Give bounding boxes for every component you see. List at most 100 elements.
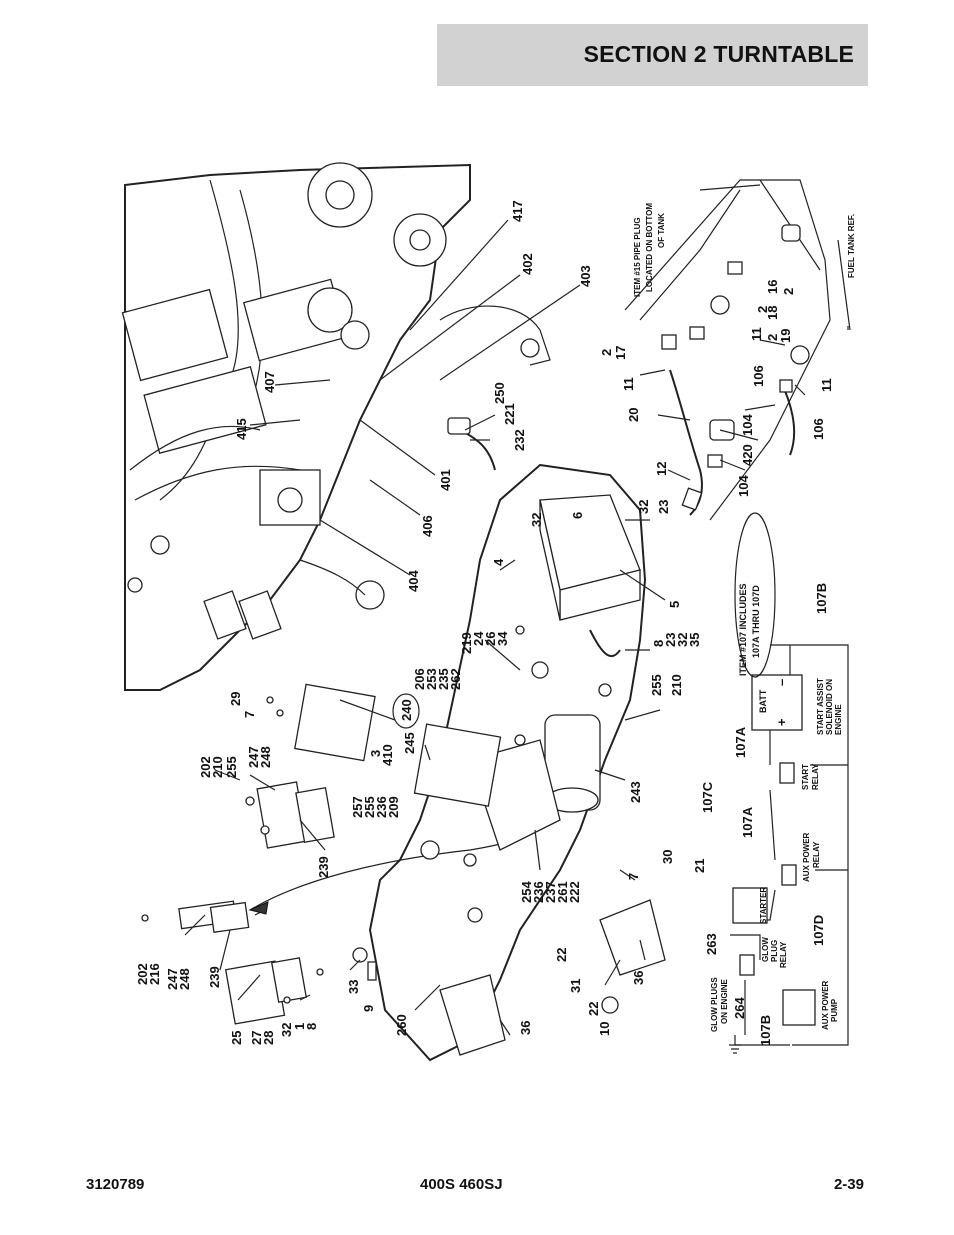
callout-26: 26 xyxy=(483,632,498,646)
callout-202b: 202 xyxy=(135,963,150,985)
callout-23a: 23 xyxy=(656,500,671,514)
callout-236a: 236 xyxy=(374,796,389,818)
start-assist-3: ENGINE xyxy=(834,704,843,735)
callout-216: 216 xyxy=(147,963,162,985)
note-item407-1: ITEM #107 INCLUDES xyxy=(738,583,748,676)
callout-2b: 2 xyxy=(755,306,770,313)
callout-257: 257 xyxy=(350,796,365,818)
footer-model: 400S 460SJ xyxy=(420,1176,503,1193)
callout-406: 406 xyxy=(420,515,435,537)
callout-2d: 2 xyxy=(765,334,780,341)
callout-32b: 32 xyxy=(636,500,651,514)
glow-relay-symbol xyxy=(739,954,755,976)
callout-417: 417 xyxy=(510,200,525,222)
callout-2a: 2 xyxy=(599,349,614,356)
callout-4: 4 xyxy=(491,558,506,566)
callout-17: 17 xyxy=(613,346,628,360)
callout-23b: 23 xyxy=(663,633,678,647)
callout-6: 6 xyxy=(570,512,585,519)
callout-36b: 36 xyxy=(518,1021,533,1035)
callout-248b: 248 xyxy=(177,968,192,990)
callout-237: 237 xyxy=(543,881,558,903)
callout-3: 3 xyxy=(368,750,383,757)
callout-420: 420 xyxy=(740,444,755,466)
callout-9: 9 xyxy=(361,1005,376,1012)
callout-240: 240 xyxy=(399,699,414,721)
section-header: SECTION 2 TURNTABLE xyxy=(437,24,868,86)
callout-243: 243 xyxy=(628,781,643,803)
aux-pump-1: AUX POWER xyxy=(821,980,830,1030)
callout-206: 206 xyxy=(412,668,427,690)
callout-31: 31 xyxy=(568,979,583,993)
aux-relay-symbol xyxy=(781,864,797,886)
aux-relay-1: AUX POWER xyxy=(802,832,811,882)
batt-minus: – xyxy=(774,679,789,686)
loose-hardware xyxy=(141,696,619,1025)
fuel-tank-assembly xyxy=(624,179,851,521)
wire-264: 264 xyxy=(732,997,747,1019)
callout-22a: 22 xyxy=(554,948,569,962)
callout-255a: 255 xyxy=(649,674,664,696)
note-pipe-plug-2: LOCATED ON BOTTOM xyxy=(645,203,654,292)
callout-253: 253 xyxy=(424,668,439,690)
callout-7b: 7 xyxy=(626,873,641,880)
callout-1: 1 xyxy=(292,1023,307,1030)
callout-21: 21 xyxy=(692,859,707,873)
engine-assembly xyxy=(121,162,551,691)
callout-403: 403 xyxy=(578,265,593,287)
section-title: SECTION 2 TURNTABLE xyxy=(583,41,854,67)
callout-22b: 22 xyxy=(586,1002,601,1016)
callout-104b: 104 xyxy=(736,475,751,497)
starter-symbol xyxy=(732,887,768,924)
footer-doc-number: 3120789 xyxy=(86,1176,145,1193)
start-assist-1: START ASSIST xyxy=(816,678,825,735)
callout-104a: 104 xyxy=(740,414,755,436)
wire-107b-bottom: 107B xyxy=(758,1015,773,1046)
callout-410: 410 xyxy=(380,744,395,766)
callout-404: 404 xyxy=(406,570,421,592)
callout-20: 20 xyxy=(626,408,641,422)
callout-202a: 202 xyxy=(198,756,213,778)
note-pipe-plug-3: OF TANK xyxy=(657,213,666,248)
batt-label: BATT xyxy=(758,689,768,713)
callout-33: 33 xyxy=(346,980,361,994)
callout-32a: 32 xyxy=(529,513,544,527)
wire-107a-2: 107A xyxy=(740,806,755,838)
wire-107a-1: 107A xyxy=(733,726,748,758)
callout-18: 18 xyxy=(765,306,780,320)
callout-29: 29 xyxy=(228,692,243,706)
glow-relay-3: RELAY xyxy=(779,941,788,968)
start-assist-2: SOLENOID ON xyxy=(825,679,834,735)
schematic-labels: ITEM #107 INCLUDES 107A THRU 107D 107B B… xyxy=(700,583,843,1046)
callout-8: 8 xyxy=(651,640,666,647)
callout-219: 219 xyxy=(459,632,474,654)
callout-255c: 255 xyxy=(362,796,377,818)
note-fuel-tank: FUEL TANK REF. xyxy=(847,214,856,278)
callout-261: 261 xyxy=(555,881,570,903)
glow-relay-2: PLUG xyxy=(770,940,779,962)
callout-222: 222 xyxy=(567,881,582,903)
callout-401: 401 xyxy=(438,469,453,491)
callout-247a: 247 xyxy=(246,746,261,768)
note-pipe-plug-1: ITEM #15 PIPE PLUG xyxy=(633,217,642,297)
callout-11b: 11 xyxy=(749,327,764,341)
callout-260: 260 xyxy=(394,1014,409,1036)
aux-pump-2: PUMP xyxy=(830,998,839,1022)
callout-11d: 11 xyxy=(819,378,834,392)
glow-plugs-2: ON ENGINE xyxy=(720,978,729,1024)
callout-254: 254 xyxy=(519,881,534,903)
callout-210a: 210 xyxy=(669,674,684,696)
callout-24: 24 xyxy=(471,631,486,646)
callout-10: 10 xyxy=(597,1022,612,1036)
start-relay-2: RELAY xyxy=(811,763,820,790)
aux-relay-2: RELAY xyxy=(812,841,821,868)
callout-5: 5 xyxy=(667,601,682,608)
callout-255b: 255 xyxy=(224,756,239,778)
callout-32c: 32 xyxy=(675,633,690,647)
callout-235: 235 xyxy=(436,668,451,690)
wire-107c: 107C xyxy=(700,781,715,813)
callout-16: 16 xyxy=(765,280,780,294)
callout-402: 402 xyxy=(520,253,535,275)
footer-page-number: 2-39 xyxy=(833,1176,864,1193)
callout-236b: 236 xyxy=(531,881,546,903)
